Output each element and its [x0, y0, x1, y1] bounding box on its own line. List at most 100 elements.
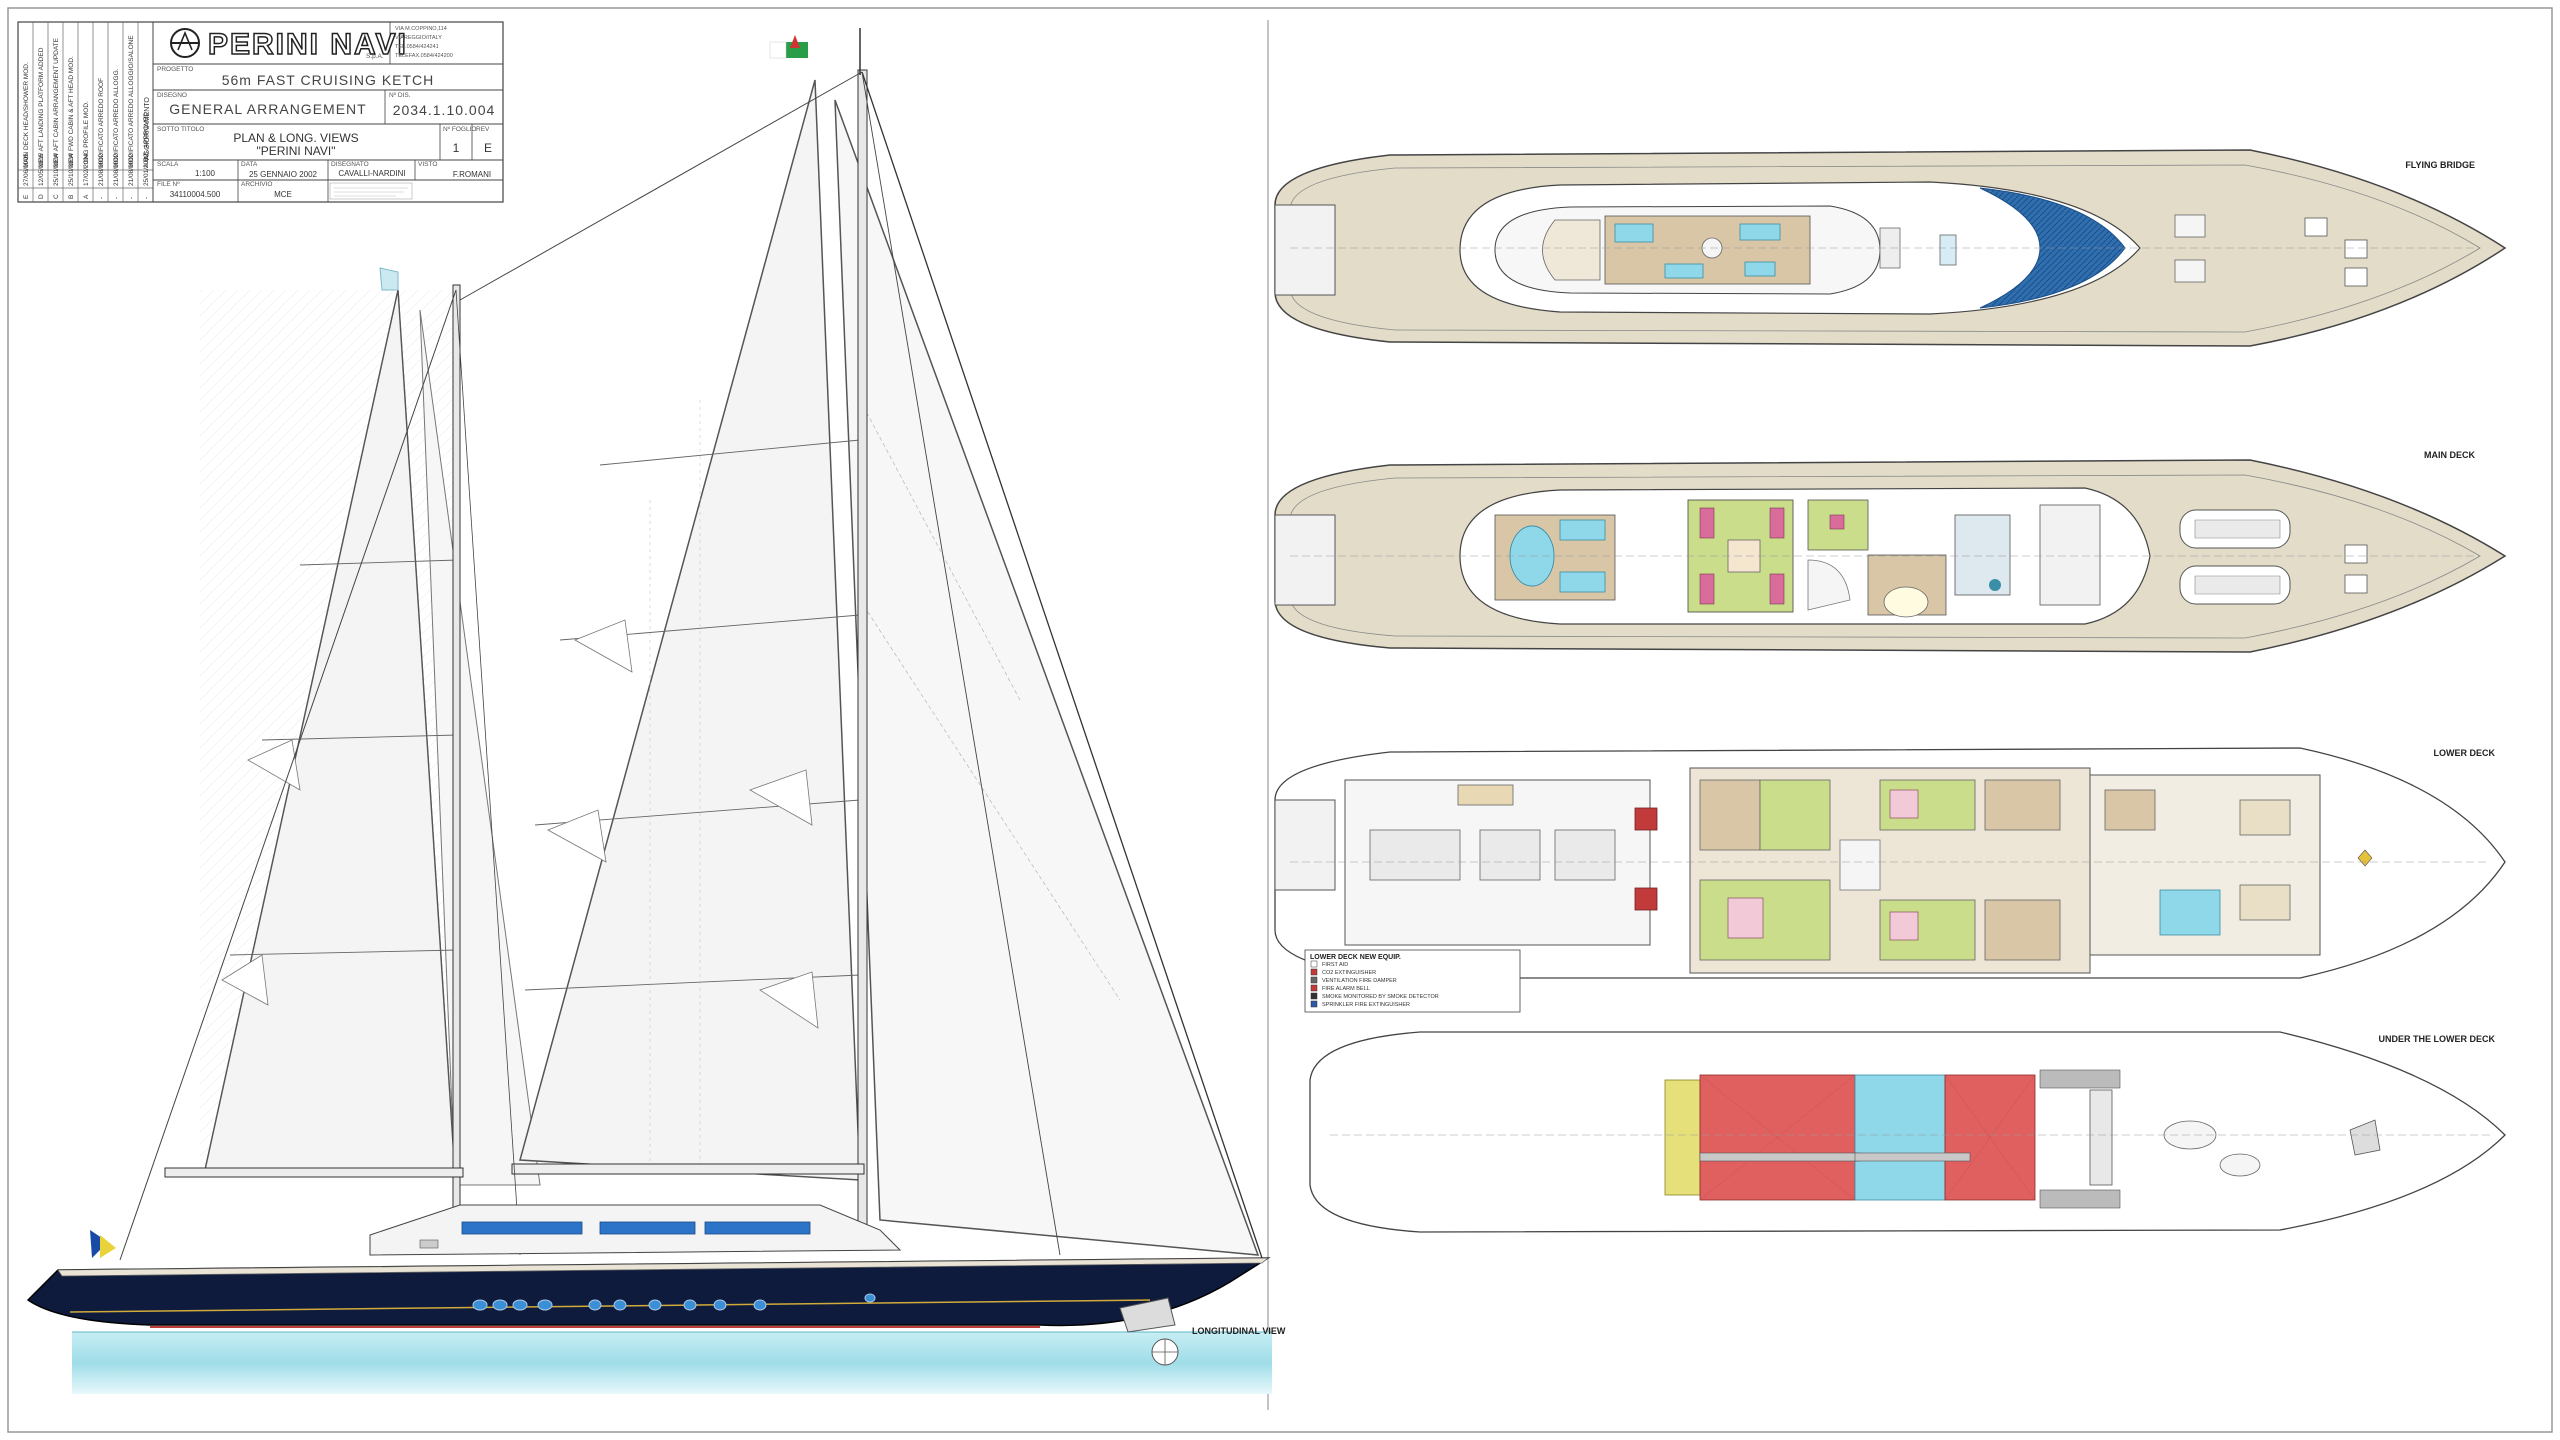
- revision-date: 25/10/2004: [53, 153, 60, 186]
- tank-yellow: [1664, 1079, 1701, 1196]
- revision-letter-cell: C: [53, 194, 60, 199]
- sottotitolo-label: SOTTO TITOLO: [157, 126, 204, 133]
- portholes: [472, 1293, 876, 1311]
- revision-date: 25/01/2002: [143, 153, 150, 186]
- drawing-number: 2034.1.10.004: [393, 102, 496, 118]
- revision-description: MODIFICATO ARREDO ALLOGGIO/SALONE: [128, 35, 135, 168]
- main-deck-plan: MAIN DECK: [1274, 450, 2507, 653]
- sheet-number: 1: [453, 141, 460, 155]
- revision-letter: E: [484, 141, 492, 155]
- legend-item: CO2 EXTINGUISHER: [1322, 970, 1376, 976]
- revision-date: 21/08/2002: [98, 153, 105, 186]
- title-block: AGGIORNAMENTO MAIN DECK HEAD/SHOWER MOD.…: [17, 21, 504, 203]
- stern-ensign: [90, 1230, 108, 1258]
- main-boom: [511, 1163, 865, 1175]
- revision-description: NEW AFT LANDING PLATFORM ADDED: [38, 47, 45, 168]
- lower-deck-label: LOWER DECK: [2434, 748, 2496, 758]
- longitudinal-view-label: LONGITUDINAL VIEW: [1192, 1326, 1286, 1336]
- revision-letter-cell: -: [113, 197, 120, 199]
- revision-date: 25/10/2004: [68, 153, 75, 186]
- flying-bridge-label: FLYING BRIDGE: [2405, 160, 2475, 170]
- legend-symbol-icon: [1310, 1000, 1318, 1008]
- revision-letter-cell: A: [83, 194, 90, 199]
- under-lower-deck-plan: UNDER THE LOWER DECK: [1309, 1031, 2506, 1233]
- company-logo-text: PERINI NAVI: [208, 28, 408, 61]
- revision-header: AGGIORNAMENTO: [144, 97, 151, 160]
- revision-description: MODIFICATO ARREDO ALLOGG.: [113, 68, 120, 168]
- mizzen-boom: [164, 1167, 464, 1178]
- lower-deck-plan: LOWER DECK LOWER DECK NEW EQUIP. FIRST A…: [1274, 747, 2506, 1013]
- revision-date: 12/05/2005: [38, 153, 45, 186]
- company-address-line: TEL.0584/424241: [395, 44, 439, 50]
- sea-band: [72, 1332, 1272, 1394]
- legend-symbol-icon: [1310, 960, 1318, 968]
- legend-symbol-icon: [1310, 992, 1318, 1000]
- company-suffix: S.p.A.: [366, 53, 384, 60]
- progetto-label: PROGETTO: [157, 66, 193, 73]
- subtitle-line-2: "PERINI NAVI": [257, 144, 336, 158]
- revision-letter-cell: D: [38, 194, 45, 199]
- subtitle-line-1: PLAN & LONG. VIEWS: [233, 131, 358, 145]
- legend-item: VENTILATION FIRE DAMPER: [1322, 978, 1397, 984]
- archive-value: MCE: [274, 190, 292, 199]
- main-deck-label: MAIN DECK: [2424, 450, 2475, 460]
- main-mast: [857, 69, 868, 1246]
- legend-item: SMOKE MONITORED BY SMOKE DETECTOR: [1322, 994, 1439, 1000]
- flying-bridge-plan: FLYING BRIDGE: [1274, 149, 2507, 347]
- revision-letter-cell: E: [23, 194, 30, 199]
- revision-table: AGGIORNAMENTO MAIN DECK HEAD/SHOWER MOD.…: [18, 22, 153, 202]
- legend-symbol-icon: [1310, 984, 1318, 992]
- shaft-line: [1699, 1152, 1861, 1162]
- date-value: 25 GENNAIO 2002: [249, 170, 318, 179]
- legend-title: LOWER DECK NEW EQUIP.: [1310, 954, 1401, 961]
- drawing-title: GENERAL ARRANGEMENT: [169, 101, 366, 117]
- dwg-no-label: Nº DIS.: [389, 92, 411, 99]
- under-lower-deck-label: UNDER THE LOWER DECK: [2379, 1034, 2496, 1044]
- longitudinal-view: LONGITUDINAL VIEW: [26, 28, 1286, 1394]
- revision-description: NEW FWD CABIN & AFT HEAD MOD.: [68, 56, 75, 168]
- revision-letter-cell: B: [68, 195, 75, 199]
- company-address-line: VIA M.COPPINO,114: [395, 26, 447, 32]
- disegno-label: DISEGNO: [157, 92, 187, 99]
- revision-date: 21/08/2002: [128, 153, 135, 186]
- mizzen-sails: [200, 289, 541, 1186]
- file-label: FILE Nº: [157, 181, 180, 188]
- scale-value: 1:100: [195, 169, 216, 178]
- checked-by: F.ROMANI: [453, 170, 491, 179]
- revision-description: NEW AFT CABIN ARRANGEMENT UPDATE: [53, 37, 60, 168]
- company-address-line: TELEFAX.0584/424200: [395, 53, 453, 59]
- revision-description: A.B.S. APPROVED: [143, 112, 150, 168]
- legend-item: FIRE ALARM BELL: [1322, 986, 1370, 992]
- visto-label: VISTO: [418, 161, 437, 168]
- revision-date: 21/08/2002: [113, 153, 120, 186]
- tank-blue: [1854, 1074, 1946, 1201]
- revision-description: LONG PROFILE MOD.: [83, 101, 90, 168]
- mizzen-mast: [452, 284, 461, 1241]
- revision-description: MODIFICATO ARREDO ROOF: [98, 78, 105, 168]
- disegnato-label: DISEGNATO: [331, 161, 369, 168]
- drawn-by: CAVALLI-NARDINI: [338, 169, 405, 178]
- keel: [1119, 1297, 1176, 1333]
- mizzen-flag: [379, 267, 399, 291]
- project-name: 56m FAST CRUISING KETCH: [222, 72, 435, 88]
- legend-symbol-icon: [1310, 976, 1318, 984]
- data-label: DATA: [241, 161, 258, 168]
- company-address-line: VIAREGGIO/ITALY: [395, 35, 442, 41]
- rev-label: REV: [476, 126, 490, 133]
- revision-letter-cell: -: [98, 197, 105, 199]
- revision-date: 27/06/2005: [23, 153, 30, 186]
- legend-symbol-icon: [1310, 968, 1318, 976]
- revision-description: MAIN DECK HEAD/SHOWER MOD.: [23, 62, 30, 168]
- legend-item: SPRINKLER FIRE EXTINGUISHER: [1322, 1002, 1410, 1008]
- sheet-border: [7, 7, 2553, 1433]
- revision-letter-cell: -: [128, 197, 135, 199]
- main-sails: [519, 79, 1260, 1256]
- archivio-label: ARCHIVIO: [241, 181, 272, 188]
- revision-date: 17/02/2004: [83, 153, 90, 186]
- legend-item: FIRST AID: [1322, 962, 1348, 968]
- file-number: 34110004.500: [170, 190, 221, 199]
- revision-letter-cell: -: [143, 197, 150, 199]
- scala-label: SCALA: [157, 161, 179, 168]
